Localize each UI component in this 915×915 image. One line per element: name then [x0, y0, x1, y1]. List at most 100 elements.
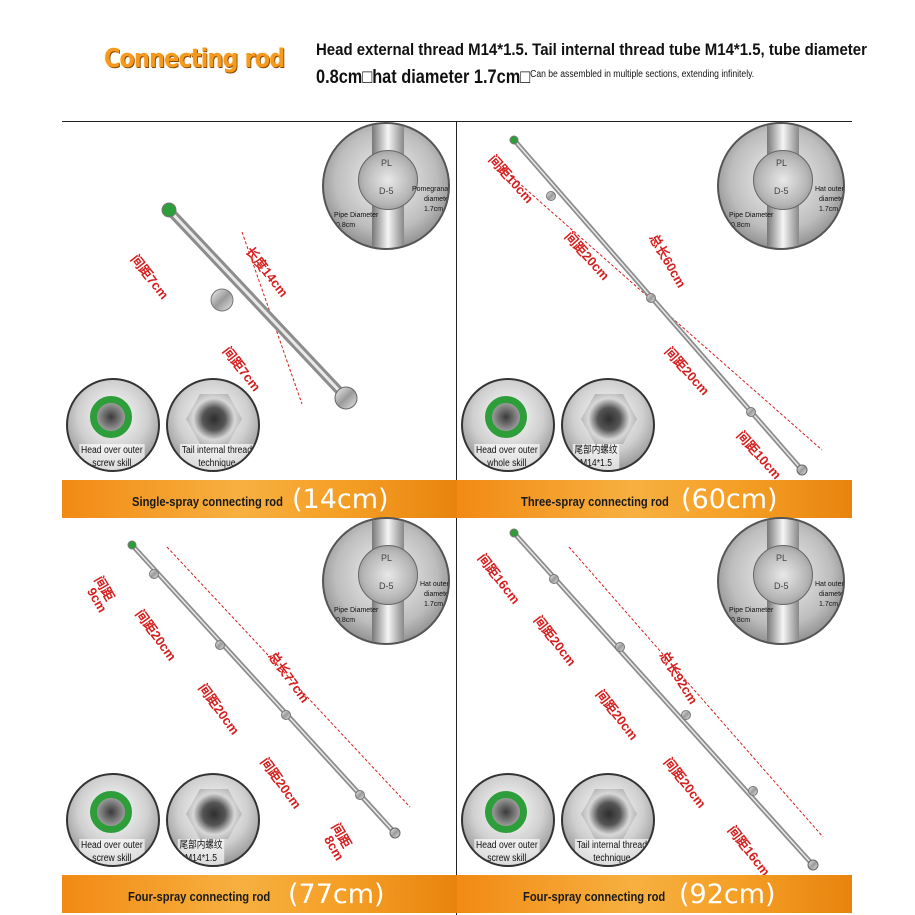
rod-head-fitting [127, 540, 137, 550]
tail-thread-detail: 尾部内螺纹 M14*1.5 [561, 378, 655, 472]
rod-head-fitting [161, 202, 177, 218]
header: Connecting rod Head external thread M14*… [0, 0, 915, 118]
zoom-label: diameter [819, 591, 845, 598]
spec-line-1: Head external thread M14*1.5. Tail inter… [316, 40, 867, 59]
product-banner: Four-spray connecting rod(92cm) [457, 875, 852, 913]
rod-head-fitting [509, 528, 519, 538]
zoom-label: 1.7cm [819, 601, 839, 608]
hex-nut [186, 789, 242, 839]
head-thread-detail: Head over outer screw skill [66, 773, 160, 867]
detail-label-line: screw skill [487, 853, 527, 864]
rod-head-fitting [509, 135, 519, 145]
banner-size: (77cm) [288, 879, 385, 910]
head-thread-detail: Head over outer screw skill [66, 378, 160, 472]
banner-label: Three-spray connecting rod [521, 494, 669, 509]
banner-size: (60cm) [681, 484, 778, 515]
zoom-label: D-5 [774, 186, 789, 196]
dimension-line [166, 546, 411, 808]
zoom-label: 1.7cm [424, 601, 444, 608]
detail-label-line: Head over outer [81, 840, 143, 851]
nozzle-seat [615, 642, 625, 652]
banner-label: Four-spray connecting rod [128, 889, 271, 904]
zoom-label: 0.8cm [731, 222, 751, 229]
rod-tail-fitting [334, 386, 358, 410]
banner-size: (14cm) [292, 484, 389, 515]
spec-line-2: 0.8cm□hat diameter 1.7cm□Can be assemble… [316, 67, 754, 89]
zoom-nozzle-cap [358, 545, 418, 605]
brand-title: Connecting rod [104, 44, 285, 74]
spec-line-2-note: Can be assembled in multiple sections, e… [530, 69, 755, 80]
detail-label-line: Tail internal thread [181, 445, 252, 456]
zoom-label: Hat outer [815, 186, 844, 193]
grid-vertical-line [456, 121, 457, 915]
zoom-label: D-5 [379, 186, 394, 196]
nozzle-seat [746, 407, 756, 417]
green-seal-ring [90, 791, 132, 833]
product-banner: Four-spray connecting rod (77cm) [62, 875, 457, 913]
banner-label: Four-spray connecting rod [523, 889, 666, 904]
detail-label: 尾部内螺纹 M14*1.5 [572, 444, 620, 470]
zoom-label: 0.8cm [336, 617, 356, 624]
zoom-label: 1.7cm [424, 206, 444, 213]
detail-label-line: M14*1.5 [579, 458, 613, 469]
nozzle-seat [355, 790, 365, 800]
hex-nut [581, 394, 637, 444]
nozzle-seat [215, 640, 225, 650]
zoom-label: PL [381, 553, 393, 563]
detail-label-line: screw skill [92, 458, 132, 469]
grid-top-line [62, 121, 852, 122]
detail-label-line: 尾部内螺纹 [179, 840, 223, 851]
detail-label-line: technique [593, 853, 631, 864]
nozzle-seat [681, 710, 691, 720]
detail-label: Head over outer screw skill [79, 839, 145, 865]
hex-nut [581, 789, 637, 839]
zoom-label: diameter [424, 196, 450, 203]
zoom-label: diameter [424, 591, 450, 598]
nozzle-seat [646, 293, 656, 303]
rod-illustration [509, 528, 824, 871]
banner-label: Single-spray connecting rod [132, 494, 283, 509]
rod-highlight [513, 532, 814, 866]
detail-label-line: 尾部内螺纹 [574, 445, 618, 456]
product-banner: Three-spray connecting rod (60cm) [457, 480, 852, 518]
nozzle-seat [281, 710, 291, 720]
hex-nut [186, 394, 242, 444]
zoom-label: D-5 [379, 581, 394, 591]
product-banner: Single-spray connecting rod (14cm) [62, 480, 457, 518]
zoom-label: D-5 [774, 581, 789, 591]
spec-line-2-main: 0.8cm□hat diameter 1.7cm□ [316, 67, 531, 88]
dimension-line [568, 546, 824, 838]
detail-label-line: whole skill [487, 458, 527, 469]
detail-label-line: Head over outer [81, 445, 143, 456]
rod-tail-fitting [389, 827, 401, 839]
zoom-label: 0.8cm [336, 222, 356, 229]
green-seal-ring [485, 791, 527, 833]
nozzle-seat [748, 786, 758, 796]
green-seal-ring [90, 396, 132, 438]
rod-tail-fitting [807, 859, 819, 871]
rod-highlight [167, 208, 348, 400]
nozzle-seat [210, 288, 234, 312]
rod-illustration [161, 202, 358, 410]
detail-label-line: screw skill [92, 853, 132, 864]
zoom-label: diameter [819, 196, 845, 203]
zoom-label: 1.7cm [819, 206, 839, 213]
zoom-label: Pipe Diameter [729, 607, 774, 614]
nozzle-seat [549, 574, 559, 584]
rod-illustration [494, 135, 823, 476]
rod-illustration [127, 540, 411, 839]
nozzle-seat [149, 569, 159, 579]
